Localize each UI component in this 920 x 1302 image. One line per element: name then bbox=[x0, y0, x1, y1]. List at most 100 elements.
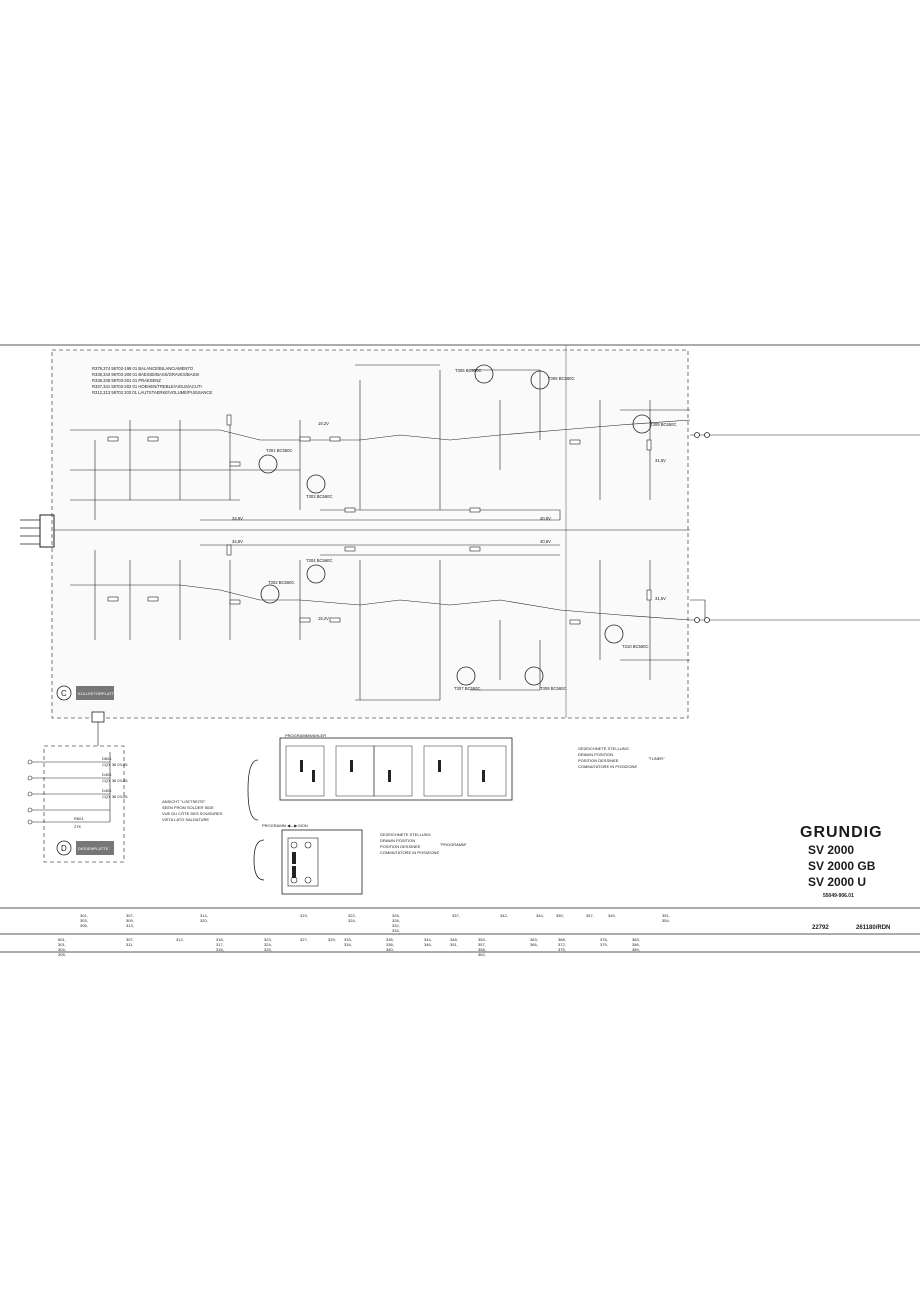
table-cell: 347, bbox=[586, 913, 594, 918]
transistor-label-t301: T301 BC550C bbox=[266, 448, 293, 453]
lower-channel-wiring bbox=[70, 544, 920, 701]
table-cell: 314, 320, bbox=[200, 913, 208, 923]
drawn-position-2-line-2: DRAWN POSITION bbox=[380, 838, 415, 843]
table-cell: 348, 351, bbox=[450, 937, 458, 947]
model-name-1: SV 2000 bbox=[808, 843, 855, 857]
diode-label-2: CQY 36 03-05 bbox=[102, 762, 128, 767]
output-terminals bbox=[694, 432, 710, 623]
switch-caption-line-4: VISTA LATO SALDATURE bbox=[162, 817, 209, 822]
diode-board: D601 CQY 36 03-05 D401 CQY 36 03-05 D401… bbox=[27, 711, 128, 863]
table-cell: 319, bbox=[300, 913, 308, 918]
amplifier-board-outline bbox=[51, 349, 689, 719]
table-cell: 368, 372, 375, bbox=[558, 937, 566, 952]
program-selector-view: PROGRAMMWÄHLER GEZEICHNETE STELLUNG DRAW… bbox=[162, 733, 665, 895]
legend-block: R379,374 59703-199 01 BALANCE/BILANCIAME… bbox=[92, 366, 212, 395]
table-cell: 307, 311, bbox=[126, 937, 134, 947]
model-name-2: SV 2000 GB bbox=[808, 859, 876, 873]
drawn-position-1-value: "TUNER" bbox=[648, 756, 665, 761]
programm-label: PROGRAMMWÄHLER bbox=[285, 733, 326, 738]
diode-label-5: D401 bbox=[102, 788, 112, 793]
voltage-label-1: 34,8V bbox=[232, 516, 243, 521]
board-c-letter: C bbox=[61, 689, 67, 698]
transistor-label-t309: T309 BC550C bbox=[650, 422, 677, 427]
switch-caption-line-2: SEEN FROM SOLDER SIDE bbox=[162, 805, 214, 810]
table-cell: 335, 338, 340, bbox=[386, 937, 394, 952]
component-labels: T301 BC550C T303 BC560C T302 BC550C T304… bbox=[232, 368, 677, 691]
table-cell: 353, 357, 358, 362, bbox=[478, 937, 486, 957]
table-cell: 344, bbox=[536, 913, 544, 918]
table-cell: 342, bbox=[500, 913, 508, 918]
table-cell: 351, 354, bbox=[662, 913, 670, 923]
reference-table-lines bbox=[0, 907, 920, 953]
model-name-3: SV 2000 U bbox=[808, 875, 867, 889]
legend-line-5: R312,313 59703 203 01 LAUTSTAERKE/VOLUME… bbox=[92, 390, 212, 395]
input-connector bbox=[20, 514, 690, 548]
board-d-letter: D bbox=[61, 844, 67, 853]
transistor-label-t302: T302 BC550C bbox=[268, 580, 295, 585]
table-cell: 383, 386, 389, bbox=[632, 937, 640, 952]
table-cell: 301, 303, 306, bbox=[80, 913, 88, 928]
switch-caption-line-1: ANSICHT "LOETSEITE" bbox=[162, 799, 206, 804]
voltage-label-5: 31,5V bbox=[655, 458, 666, 463]
table-cell: 350, bbox=[556, 913, 564, 918]
drawn-position-2-line-3: POSITION DESSINEE bbox=[380, 844, 421, 849]
transistor-label-t308: T308 BC560C bbox=[540, 686, 567, 691]
table-cell: 312, bbox=[176, 937, 184, 942]
table-cell: 322, 324, bbox=[348, 913, 356, 923]
table-cell: 601, 301, 304, 305, bbox=[58, 937, 66, 957]
drawn-position-1-line-3: POSITION DESSINEE bbox=[578, 758, 619, 763]
table-cell: 349, bbox=[608, 913, 616, 918]
footer-left-number: 22792 bbox=[812, 925, 829, 931]
drawn-position-1-line-1: GEZEICHNETE STELLUNG bbox=[578, 746, 629, 751]
legend-line-1: R379,374 59703-199 01 BALANCE/BILANCIAME… bbox=[92, 366, 194, 371]
switch-caption-line-3: VUE DU CÔTE DES SOUDURES bbox=[162, 811, 223, 816]
diode-label-3: D401 bbox=[102, 772, 112, 777]
table-cell: 344, 346, bbox=[424, 937, 432, 947]
brand-logo: GRUNDIG bbox=[800, 824, 883, 841]
table-cell: 376, 379, bbox=[600, 937, 608, 947]
drawing-number: 55049-906.01 bbox=[823, 893, 854, 899]
resistor-label-r601: R601 bbox=[74, 816, 84, 821]
table-cell: 363, 366, bbox=[530, 937, 538, 947]
resistor-value-r601: 27K bbox=[74, 824, 81, 829]
board-c-text: KOLLEKTORPLATTE bbox=[78, 691, 117, 696]
diode-label-4: CQY 36 03-05 bbox=[102, 778, 128, 783]
table-cell: 323, 324, 325, bbox=[264, 937, 272, 952]
table-cell: 327, bbox=[300, 937, 308, 942]
transistor-symbols bbox=[258, 364, 652, 686]
transistor-label-t304: T304 BC560C bbox=[306, 558, 333, 563]
voltage-label-4: 40,8V bbox=[540, 539, 551, 544]
drawn-position-2-line-4: COMMUTATORE IN POSIZIONE bbox=[380, 850, 439, 855]
table-cell: 333, 334, bbox=[344, 937, 352, 947]
voltage-label-3: 40,8V bbox=[540, 516, 551, 521]
table-cell: 326, 328, 332, 334, bbox=[392, 913, 400, 933]
drawn-position-2-line-1: GEZEICHNETE STELLUNG bbox=[380, 832, 431, 837]
mon-label: PROGRAMM ◀—▶ MON bbox=[262, 823, 308, 828]
drawn-position-1-line-4: COMMUTATORE IN POSIZIONE bbox=[578, 764, 637, 769]
resistor-symbols bbox=[107, 414, 652, 625]
voltage-label-8: 18,2V bbox=[318, 616, 329, 621]
table-cell: 316, 317, 318, bbox=[216, 937, 224, 952]
legend-line-2: R339,343 59703-200 01 BAESSE/BASS/GRAVES… bbox=[92, 372, 199, 377]
drawn-position-2-value: "PROGRAMM" bbox=[440, 842, 467, 847]
transistor-label-t306: T306 BC560C bbox=[548, 376, 575, 381]
transistor-label-t310: T310 BC550C bbox=[622, 644, 649, 649]
table-cell: 329, bbox=[328, 937, 336, 942]
legend-line-4: R337,341 59703-202 01 HOEHEN/TREBLE/AIGU… bbox=[92, 384, 202, 389]
board-c-badge: C KOLLEKTORPLATTE bbox=[56, 685, 117, 701]
footer-right-number: 261180/RDN bbox=[856, 925, 891, 931]
diode-label-1: D601 bbox=[102, 756, 112, 761]
drawn-position-1-line-2: DRAWN POSITION bbox=[578, 752, 613, 757]
transistor-label-t305: T305 BC550C bbox=[455, 368, 482, 373]
diode-label-6: CQY 36 03-05 bbox=[102, 794, 128, 799]
voltage-label-2: 34,8V bbox=[232, 539, 243, 544]
legend-line-3: R338,339 59703-201 01 PRAESENZ bbox=[92, 378, 161, 383]
board-d-text: DIODENPLATTE bbox=[78, 846, 109, 851]
voltage-label-6: 31,5V bbox=[655, 596, 666, 601]
table-cell: 307, 309, 313, bbox=[126, 913, 134, 928]
voltage-label-7: 18,2V bbox=[318, 421, 329, 426]
table-cell: 337, bbox=[452, 913, 460, 918]
transistor-label-t307: T307 BC550C bbox=[454, 686, 481, 691]
transistor-label-t303: T303 BC560C bbox=[306, 494, 333, 499]
